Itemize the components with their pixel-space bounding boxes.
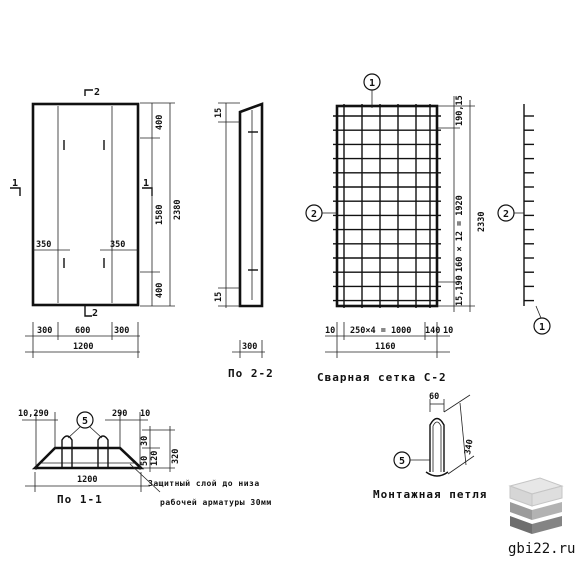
loop-caption: Монтажная петля xyxy=(373,488,487,501)
section-mark-top: 2 xyxy=(94,87,100,98)
section-1-1-dim-h1: 30 xyxy=(140,436,150,446)
mesh-dim-pitch: 250×4 = 1000 xyxy=(350,326,411,336)
section-mark-right: 1 xyxy=(143,178,149,189)
section-2-2-dim-top: 15 xyxy=(214,108,224,118)
section-2-2-dim-width: 300 xyxy=(242,342,257,352)
plan-dim-total-width: 1200 xyxy=(73,342,93,352)
loop-marker: 5 xyxy=(399,456,405,467)
plan-dim-left: 300 xyxy=(37,326,52,336)
slab-outline xyxy=(31,102,140,307)
plan-inner-right-dim: 350 xyxy=(110,240,125,250)
watermark-text: gbi22.ru xyxy=(508,541,575,557)
section-1-1-dim-h3: 120 xyxy=(150,451,160,466)
section-1-1-dim-right-end: 10 xyxy=(140,409,150,419)
section-1-1-dim-left: 10,290 xyxy=(18,409,49,419)
section-mark-left: 1 xyxy=(12,178,18,189)
section-mark-bottom: 2 xyxy=(92,308,98,319)
section-2-2-caption: По 2-2 xyxy=(228,367,274,380)
mesh-marker-right: 2 xyxy=(503,209,509,220)
mesh-dim-right-end: 140 xyxy=(425,326,440,336)
watermark-logo-icon xyxy=(508,477,564,534)
plan-dim-right: 300 xyxy=(114,326,129,336)
section-1-1: 5 10,290 290 10 30 50 120 320 1200 Защит… xyxy=(18,409,272,507)
plan-dim-bottom: 400 xyxy=(155,283,165,298)
mesh-dim-right-end2: 10 xyxy=(443,326,453,336)
mesh-dim-top-edge: 190,15 xyxy=(455,95,465,126)
plan-dim-mid: 1580 xyxy=(155,205,165,225)
plan-dim-total-height: 2380 xyxy=(173,200,183,220)
section-1-1-dim-h2: 50 xyxy=(140,456,150,466)
plan-dim-top: 400 xyxy=(155,115,165,130)
section-2-2: 15 15 300 По 2-2 xyxy=(214,102,274,380)
section-1-1-caption: По 1-1 xyxy=(57,493,103,506)
plan-inner-left-dim: 350 xyxy=(36,240,51,250)
section-1-1-note-line2: рабочей арматуры 30мм xyxy=(160,497,272,507)
mesh-marker-top: 1 xyxy=(369,78,375,89)
watermark: gbi22.ru xyxy=(508,477,575,557)
mesh-dim-middle: 160 × 12 = 1920 xyxy=(455,195,465,272)
mesh-dim-left-end: 10 xyxy=(325,326,335,336)
mesh-dim-total-width: 1160 xyxy=(375,342,395,352)
mesh-dim-bottom-edge: 15,190 xyxy=(455,275,465,306)
mesh-caption: Сварная сетка С-2 xyxy=(317,371,447,384)
section-1-1-dim-h4: 320 xyxy=(171,449,181,464)
mesh-marker-bottom: 1 xyxy=(539,322,545,333)
mounting-loop: 60 340 5 Монтажная петля xyxy=(373,392,487,501)
section-1-1-marker: 5 xyxy=(82,416,88,427)
section-1-1-dim-width: 1200 xyxy=(77,475,97,485)
plan-view: 350 350 2 2 1 1 400 1580 400 2380 300 60… xyxy=(10,87,183,358)
welded-mesh: 1 2 190,15 160 × 12 = 1920 15,190 2330 1… xyxy=(305,73,551,384)
section-1-1-dim-right: 290 xyxy=(112,409,127,419)
section-2-2-dim-bottom: 15 xyxy=(214,292,224,302)
loop-dim-top: 60 xyxy=(429,392,439,402)
mesh-marker-left: 2 xyxy=(311,209,317,220)
mesh-dim-total: 2330 xyxy=(477,212,487,232)
loop-dim-height: 340 xyxy=(463,439,476,456)
plan-dim-center: 600 xyxy=(75,326,90,336)
section-1-1-note-line1: Защитный слой до низа xyxy=(148,479,260,488)
